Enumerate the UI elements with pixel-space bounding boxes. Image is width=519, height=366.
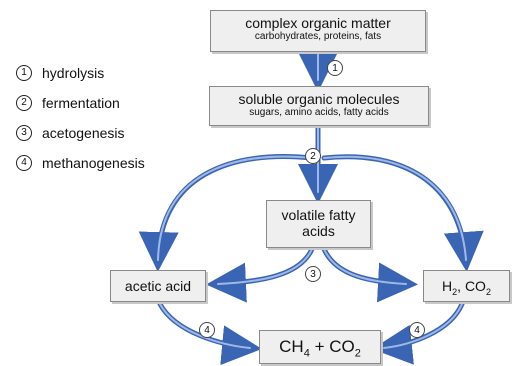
legend-label: fermentation xyxy=(42,95,120,111)
legend-label: methanogenesis xyxy=(42,155,145,171)
legend-item: 1 hydrolysis xyxy=(16,58,145,88)
legend-item: 2 fermentation xyxy=(16,88,145,118)
node-subtitle: sugars, amino acids, fatty acids xyxy=(249,107,389,118)
node-title-line1: volatile fatty xyxy=(281,207,356,223)
step-marker-4-left: 4 xyxy=(199,322,215,338)
node-h2-co2: H2, CO2 xyxy=(423,270,510,302)
node-soluble-organic-molecules: soluble organic molecules sugars, amino … xyxy=(209,86,429,126)
step-number-badge: 1 xyxy=(16,65,32,81)
step-marker-1: 1 xyxy=(327,60,343,76)
node-title: H2, CO2 xyxy=(442,278,491,297)
node-ch4-co2: CH4 + CO2 xyxy=(259,330,381,364)
node-acetic-acid: acetic acid xyxy=(110,270,206,302)
step-number-badge: 4 xyxy=(16,155,32,171)
node-volatile-fatty-acids: volatile fatty acids xyxy=(266,200,371,248)
step-marker-3: 3 xyxy=(305,266,321,282)
node-title: complex organic matter xyxy=(245,15,391,31)
legend-label: hydrolysis xyxy=(42,65,105,81)
step-number-badge: 2 xyxy=(16,95,32,111)
step-number-badge: 3 xyxy=(16,125,32,141)
step-marker-2: 2 xyxy=(305,148,321,164)
node-subtitle: carbohydrates, proteins, fats xyxy=(254,31,382,42)
legend-label: acetogenesis xyxy=(42,125,125,141)
node-title: CH4 + CO2 xyxy=(279,337,361,360)
node-title: soluble organic molecules xyxy=(238,91,400,107)
step-marker-4-right: 4 xyxy=(409,322,425,338)
legend: 1 hydrolysis 2 fermentation 3 acetogenes… xyxy=(16,58,145,178)
node-title-line2: acids xyxy=(302,223,335,239)
legend-item: 3 acetogenesis xyxy=(16,118,145,148)
node-complex-organic-matter: complex organic matter carbohydrates, pr… xyxy=(210,10,426,52)
node-title: acetic acid xyxy=(124,278,192,294)
legend-item: 4 methanogenesis xyxy=(16,148,145,178)
